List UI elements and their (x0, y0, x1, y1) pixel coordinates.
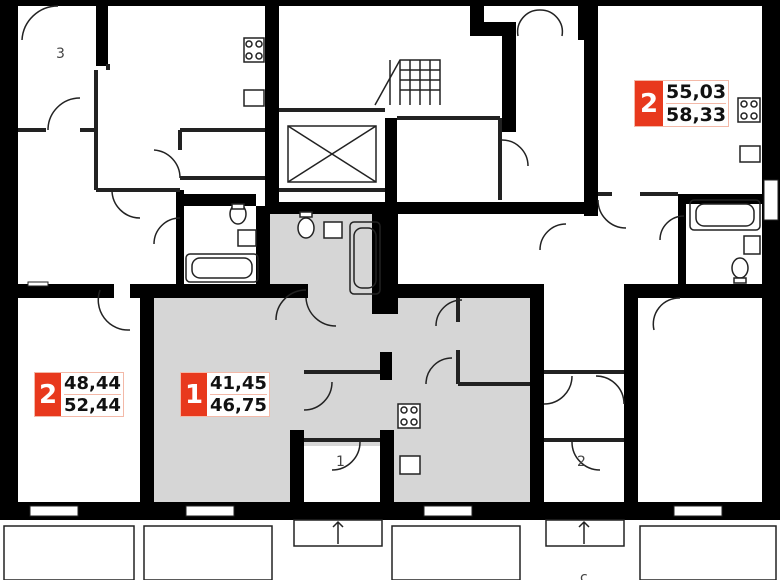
apartment-badge-top-right[interactable]: 2 55,03 58,33 (634, 80, 730, 127)
area-total: 46,75 (210, 394, 267, 416)
area-living: 41,45 (210, 373, 267, 394)
area-total: 58,33 (666, 103, 727, 126)
balconies (3, 519, 777, 580)
apartment-badge-selected[interactable]: 1 41,45 46,75 (180, 372, 270, 417)
entrance-label-1: 1 (336, 454, 345, 470)
stoves (243, 37, 761, 429)
partitions (18, 64, 678, 442)
area-values: 55,03 58,33 (663, 81, 728, 126)
door-swings (21, 5, 685, 471)
staircase (374, 59, 441, 106)
area-values: 48,44 52,44 (61, 373, 123, 416)
area-values: 41,45 46,75 (207, 373, 269, 416)
bottom-label: c (580, 570, 588, 580)
bathtubs (185, 199, 761, 295)
rooms-count: 2 (35, 373, 61, 416)
entrance-label-2: 2 (577, 454, 586, 470)
rooms-count: 1 (181, 373, 207, 416)
area-living: 48,44 (64, 373, 121, 394)
apartment-badge-left[interactable]: 2 48,44 52,44 (34, 372, 124, 417)
windows (27, 179, 779, 517)
interior-walls (18, 0, 762, 506)
toilets (229, 203, 749, 284)
elevator-shaft (287, 125, 377, 183)
area-total: 52,44 (64, 394, 121, 416)
area-living: 55,03 (666, 81, 727, 103)
entrance-label-3: 3 (56, 46, 65, 62)
sinks (237, 89, 761, 475)
rooms-count: 2 (635, 81, 663, 126)
